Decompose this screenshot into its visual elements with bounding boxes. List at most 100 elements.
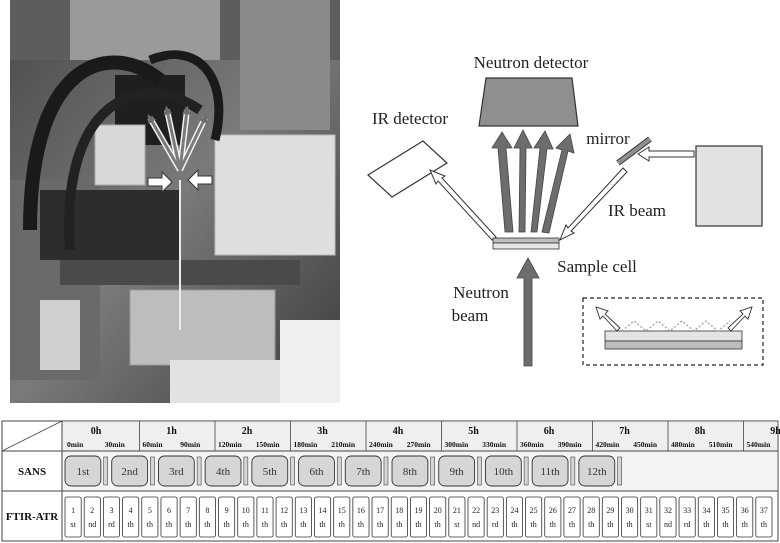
ir-detector-shape xyxy=(367,140,448,198)
ir-source-box xyxy=(695,145,763,227)
sans-gap-bar xyxy=(617,456,622,486)
row-label-ftir: FTIR-ATR xyxy=(6,511,59,523)
sans-run-box xyxy=(438,455,476,487)
sans-gap-bar xyxy=(196,456,202,486)
sans-run-box xyxy=(157,455,195,487)
corner-diagonal xyxy=(1,420,63,452)
ftir-run-number: 20 xyxy=(434,506,442,515)
ir-beam-label: IR beam xyxy=(608,201,666,220)
ftir-run-number: 11 xyxy=(261,506,269,515)
incident-neutron-arrow xyxy=(516,257,540,367)
row-label-sans: SANS xyxy=(18,466,46,478)
ftir-run-suffix: th xyxy=(531,520,537,529)
ftir-run-number: 9 xyxy=(225,506,229,515)
ftir-run-number: 2 xyxy=(90,506,94,515)
ftir-run-box xyxy=(601,496,619,538)
ftir-run-number: 27 xyxy=(568,506,576,515)
sans-run-label: 12th xyxy=(587,466,607,478)
setup-schematic: Neutron detector IR detector mirror IR b… xyxy=(367,53,764,367)
ftir-run-number: 34 xyxy=(702,506,710,515)
ftir-run-number: 12 xyxy=(280,506,288,515)
hour-label: 9h xyxy=(770,426,780,437)
ftir-run-number: 31 xyxy=(645,506,653,515)
minute-label: 90min xyxy=(180,440,201,449)
ftir-run-number: 21 xyxy=(453,506,461,515)
sans-run-box xyxy=(531,455,569,487)
sample-cell xyxy=(492,237,560,250)
ftir-run-box xyxy=(717,496,735,538)
ir-detector-label: IR detector xyxy=(372,109,448,128)
sans-gap-bar xyxy=(570,456,576,486)
ftir-run-suffix: th xyxy=(204,520,210,529)
mirror-label: mirror xyxy=(586,129,630,148)
ftir-run-box xyxy=(582,496,600,538)
ftir-run-suffix: th xyxy=(358,520,364,529)
minute-label: 420min xyxy=(596,440,621,449)
sans-run-box xyxy=(344,455,382,487)
ftir-run-suffix: th xyxy=(722,520,728,529)
ftir-run-box xyxy=(697,496,715,538)
ftir-run-box xyxy=(563,496,581,538)
ftir-run-box xyxy=(237,496,255,538)
ftir-run-box xyxy=(755,496,773,538)
ftir-run-number: 36 xyxy=(741,506,749,515)
ftir-run-suffix: th xyxy=(243,520,249,529)
ftir-run-number: 5 xyxy=(148,506,152,515)
ftir-run-number: 23 xyxy=(491,506,499,515)
sans-run-box xyxy=(111,455,149,487)
hour-label: 6h xyxy=(544,426,555,437)
ftir-run-box xyxy=(621,496,639,538)
sans-gap-bar xyxy=(523,456,529,486)
minute-label: 270min xyxy=(407,440,432,449)
ftir-run-suffix: th xyxy=(703,520,709,529)
ftir-run-box xyxy=(659,496,677,538)
minute-label: 120min xyxy=(218,440,243,449)
minute-label: 150min xyxy=(256,440,281,449)
ftir-run-suffix: rd xyxy=(492,520,499,529)
experiment-photo xyxy=(10,0,340,403)
ftir-run-box xyxy=(256,496,274,538)
ftir-run-suffix: nd xyxy=(472,520,480,529)
ftir-run-suffix: th xyxy=(569,520,575,529)
ftir-run-box xyxy=(410,496,427,538)
ftir-run-number: 25 xyxy=(530,506,538,515)
ftir-run-box xyxy=(352,496,370,538)
minute-label: 60min xyxy=(143,440,164,449)
ftir-run-suffix: th xyxy=(626,520,632,529)
ftir-run-suffix: th xyxy=(415,520,421,529)
sans-gap-bar xyxy=(243,456,249,486)
minute-label: 360min xyxy=(520,440,545,449)
ftir-run-number: 37 xyxy=(760,506,768,515)
minute-label: 180min xyxy=(294,440,319,449)
sans-run-box xyxy=(298,455,335,487)
minute-label: 30min xyxy=(105,440,126,449)
hour-label: 4h xyxy=(393,426,404,437)
sans-run-box xyxy=(251,455,289,487)
ftir-run-box xyxy=(179,496,197,538)
ftir-run-number: 8 xyxy=(205,506,209,515)
ftir-run-box xyxy=(294,496,312,538)
ftir-run-number: 17 xyxy=(376,506,384,515)
hour-label: 7h xyxy=(619,426,630,437)
sans-gap-bar xyxy=(336,456,342,486)
ftir-run-suffix: th xyxy=(377,520,383,529)
atr-inset xyxy=(582,297,764,366)
minute-label: 450min xyxy=(633,440,658,449)
neutron-beam-label-2: beam xyxy=(452,306,489,325)
neutron-detector-label: Neutron detector xyxy=(474,53,589,72)
ftir-run-suffix: st xyxy=(646,520,652,529)
ftir-run-suffix: th xyxy=(166,520,172,529)
ftir-run-number: 3 xyxy=(109,506,113,515)
ftir-run-box xyxy=(736,496,754,538)
ftir-run-box xyxy=(314,496,332,538)
ftir-run-box xyxy=(429,496,447,538)
hour-label: 8h xyxy=(695,426,706,437)
sans-run-label: 8th xyxy=(403,466,418,478)
ftir-run-number: 32 xyxy=(664,506,672,515)
ftir-run-suffix: nd xyxy=(664,520,672,529)
sans-run-label: 1st xyxy=(77,466,90,478)
ftir-run-suffix: th xyxy=(588,520,594,529)
ftir-run-suffix: th xyxy=(607,520,613,529)
ftir-run-number: 35 xyxy=(722,506,730,515)
